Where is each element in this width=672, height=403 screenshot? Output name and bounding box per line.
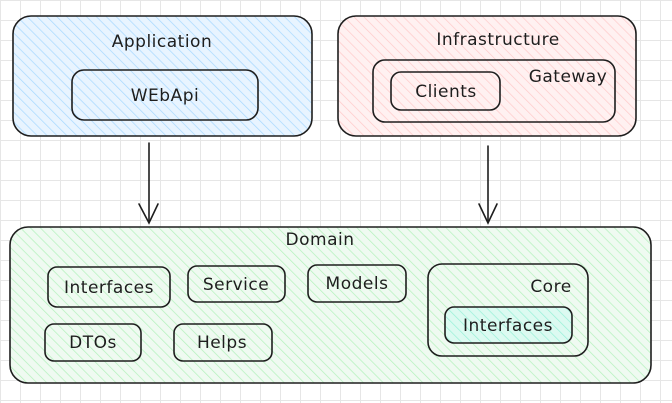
application-to-domain-arrow <box>138 142 159 225</box>
dtos-label: DTOs <box>69 333 117 353</box>
infrastructure-title: Infrastructure <box>436 30 559 50</box>
core-title: Core <box>530 277 571 297</box>
core-interfaces-box: Interfaces <box>444 306 573 344</box>
domain-title: Domain <box>286 230 355 250</box>
gateway-box: Gateway Clients <box>372 59 616 123</box>
domain-interfaces-label: Interfaces <box>64 278 154 298</box>
application-box: Application WEbApi <box>12 15 313 137</box>
webapi-box: WEbApi <box>71 69 259 121</box>
helps-box: Helps <box>173 323 273 362</box>
webapi-label: WEbApi <box>131 86 200 106</box>
dtos-box: DTOs <box>44 323 142 362</box>
models-label: Models <box>326 274 389 294</box>
service-box: Service <box>187 265 286 303</box>
clients-box: Clients <box>390 71 501 111</box>
domain-box: Domain Interfaces Service Models DTOs He… <box>9 226 652 384</box>
helps-label: Helps <box>197 333 247 353</box>
models-box: Models <box>307 264 407 303</box>
core-box: Core Interfaces <box>427 263 589 357</box>
clients-label: Clients <box>415 82 477 102</box>
domain-interfaces-box: Interfaces <box>47 266 171 308</box>
gateway-label: Gateway <box>529 67 608 87</box>
core-interfaces-label: Interfaces <box>463 316 553 336</box>
infrastructure-to-domain-arrow <box>478 145 498 225</box>
service-label: Service <box>203 275 269 295</box>
infrastructure-box: Infrastructure Gateway Clients <box>337 15 637 137</box>
application-title: Application <box>112 32 213 52</box>
